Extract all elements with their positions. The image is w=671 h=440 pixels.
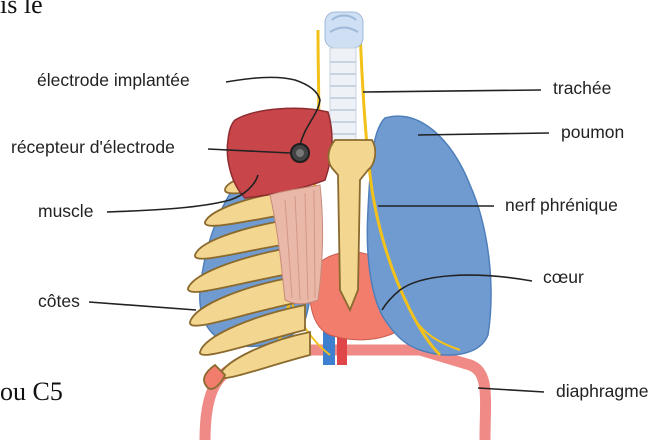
label-coeur: cœur bbox=[543, 269, 584, 287]
label-recepteur-electrode: récepteur d'électrode bbox=[11, 139, 175, 157]
label-diaphragme: diaphragme bbox=[556, 383, 648, 401]
label-trachee: trachée bbox=[553, 80, 611, 98]
label-electrode-implantee: électrode implantée bbox=[37, 72, 190, 90]
right-lung bbox=[367, 116, 491, 355]
label-cotes: côtes bbox=[38, 293, 80, 311]
label-poumon: poumon bbox=[561, 124, 624, 142]
label-nerf-phrenique: nerf phrénique bbox=[505, 197, 618, 215]
label-muscle: muscle bbox=[38, 203, 93, 221]
